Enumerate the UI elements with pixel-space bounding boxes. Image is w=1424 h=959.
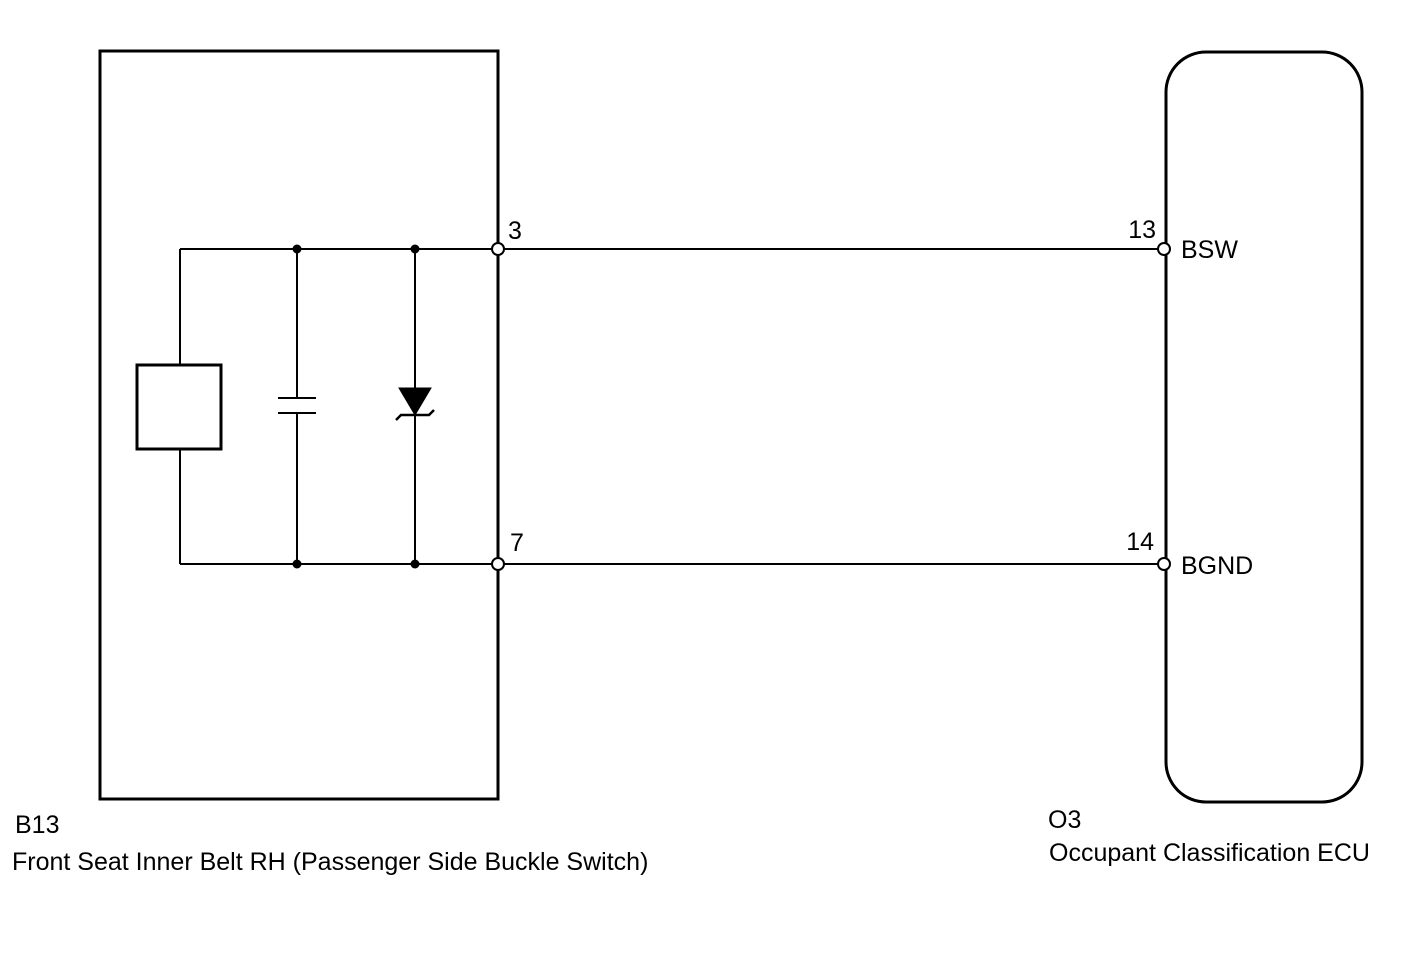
pin-14-terminal-icon <box>1157 557 1171 571</box>
resistor-element-icon <box>135 363 223 451</box>
b13-code-label: B13 <box>15 811 59 839</box>
b13-name-label: Front Seat Inner Belt RH (Passenger Side… <box>12 848 648 876</box>
pin-14-label: 14 <box>1126 528 1154 556</box>
zener-diode-icon <box>395 387 435 421</box>
connector-pins <box>491 242 1171 571</box>
junction-dot <box>410 559 420 569</box>
junction-dots <box>292 244 420 569</box>
signal-bsw-label: BSW <box>1181 236 1238 264</box>
pin-3-terminal-icon <box>491 242 505 256</box>
capacitor-icon <box>278 397 316 414</box>
junction-dot <box>292 244 302 254</box>
external-wires <box>498 248 1164 565</box>
junction-dot <box>410 244 420 254</box>
b13-component-box <box>98 49 500 801</box>
o3-code-label: O3 <box>1048 806 1081 834</box>
pin-7-terminal-icon <box>491 557 505 571</box>
pin-13-label: 13 <box>1128 216 1156 244</box>
pin-13-terminal-icon <box>1157 242 1171 256</box>
o3-ecu-box <box>1164 50 1364 804</box>
o3-name-label: Occupant Classification ECU <box>1049 839 1370 867</box>
b13-internal-circuit <box>179 248 498 565</box>
junction-dot <box>292 559 302 569</box>
pin-7-label: 7 <box>510 529 524 557</box>
pin-3-label: 3 <box>508 217 522 245</box>
signal-bgnd-label: BGND <box>1181 552 1253 580</box>
